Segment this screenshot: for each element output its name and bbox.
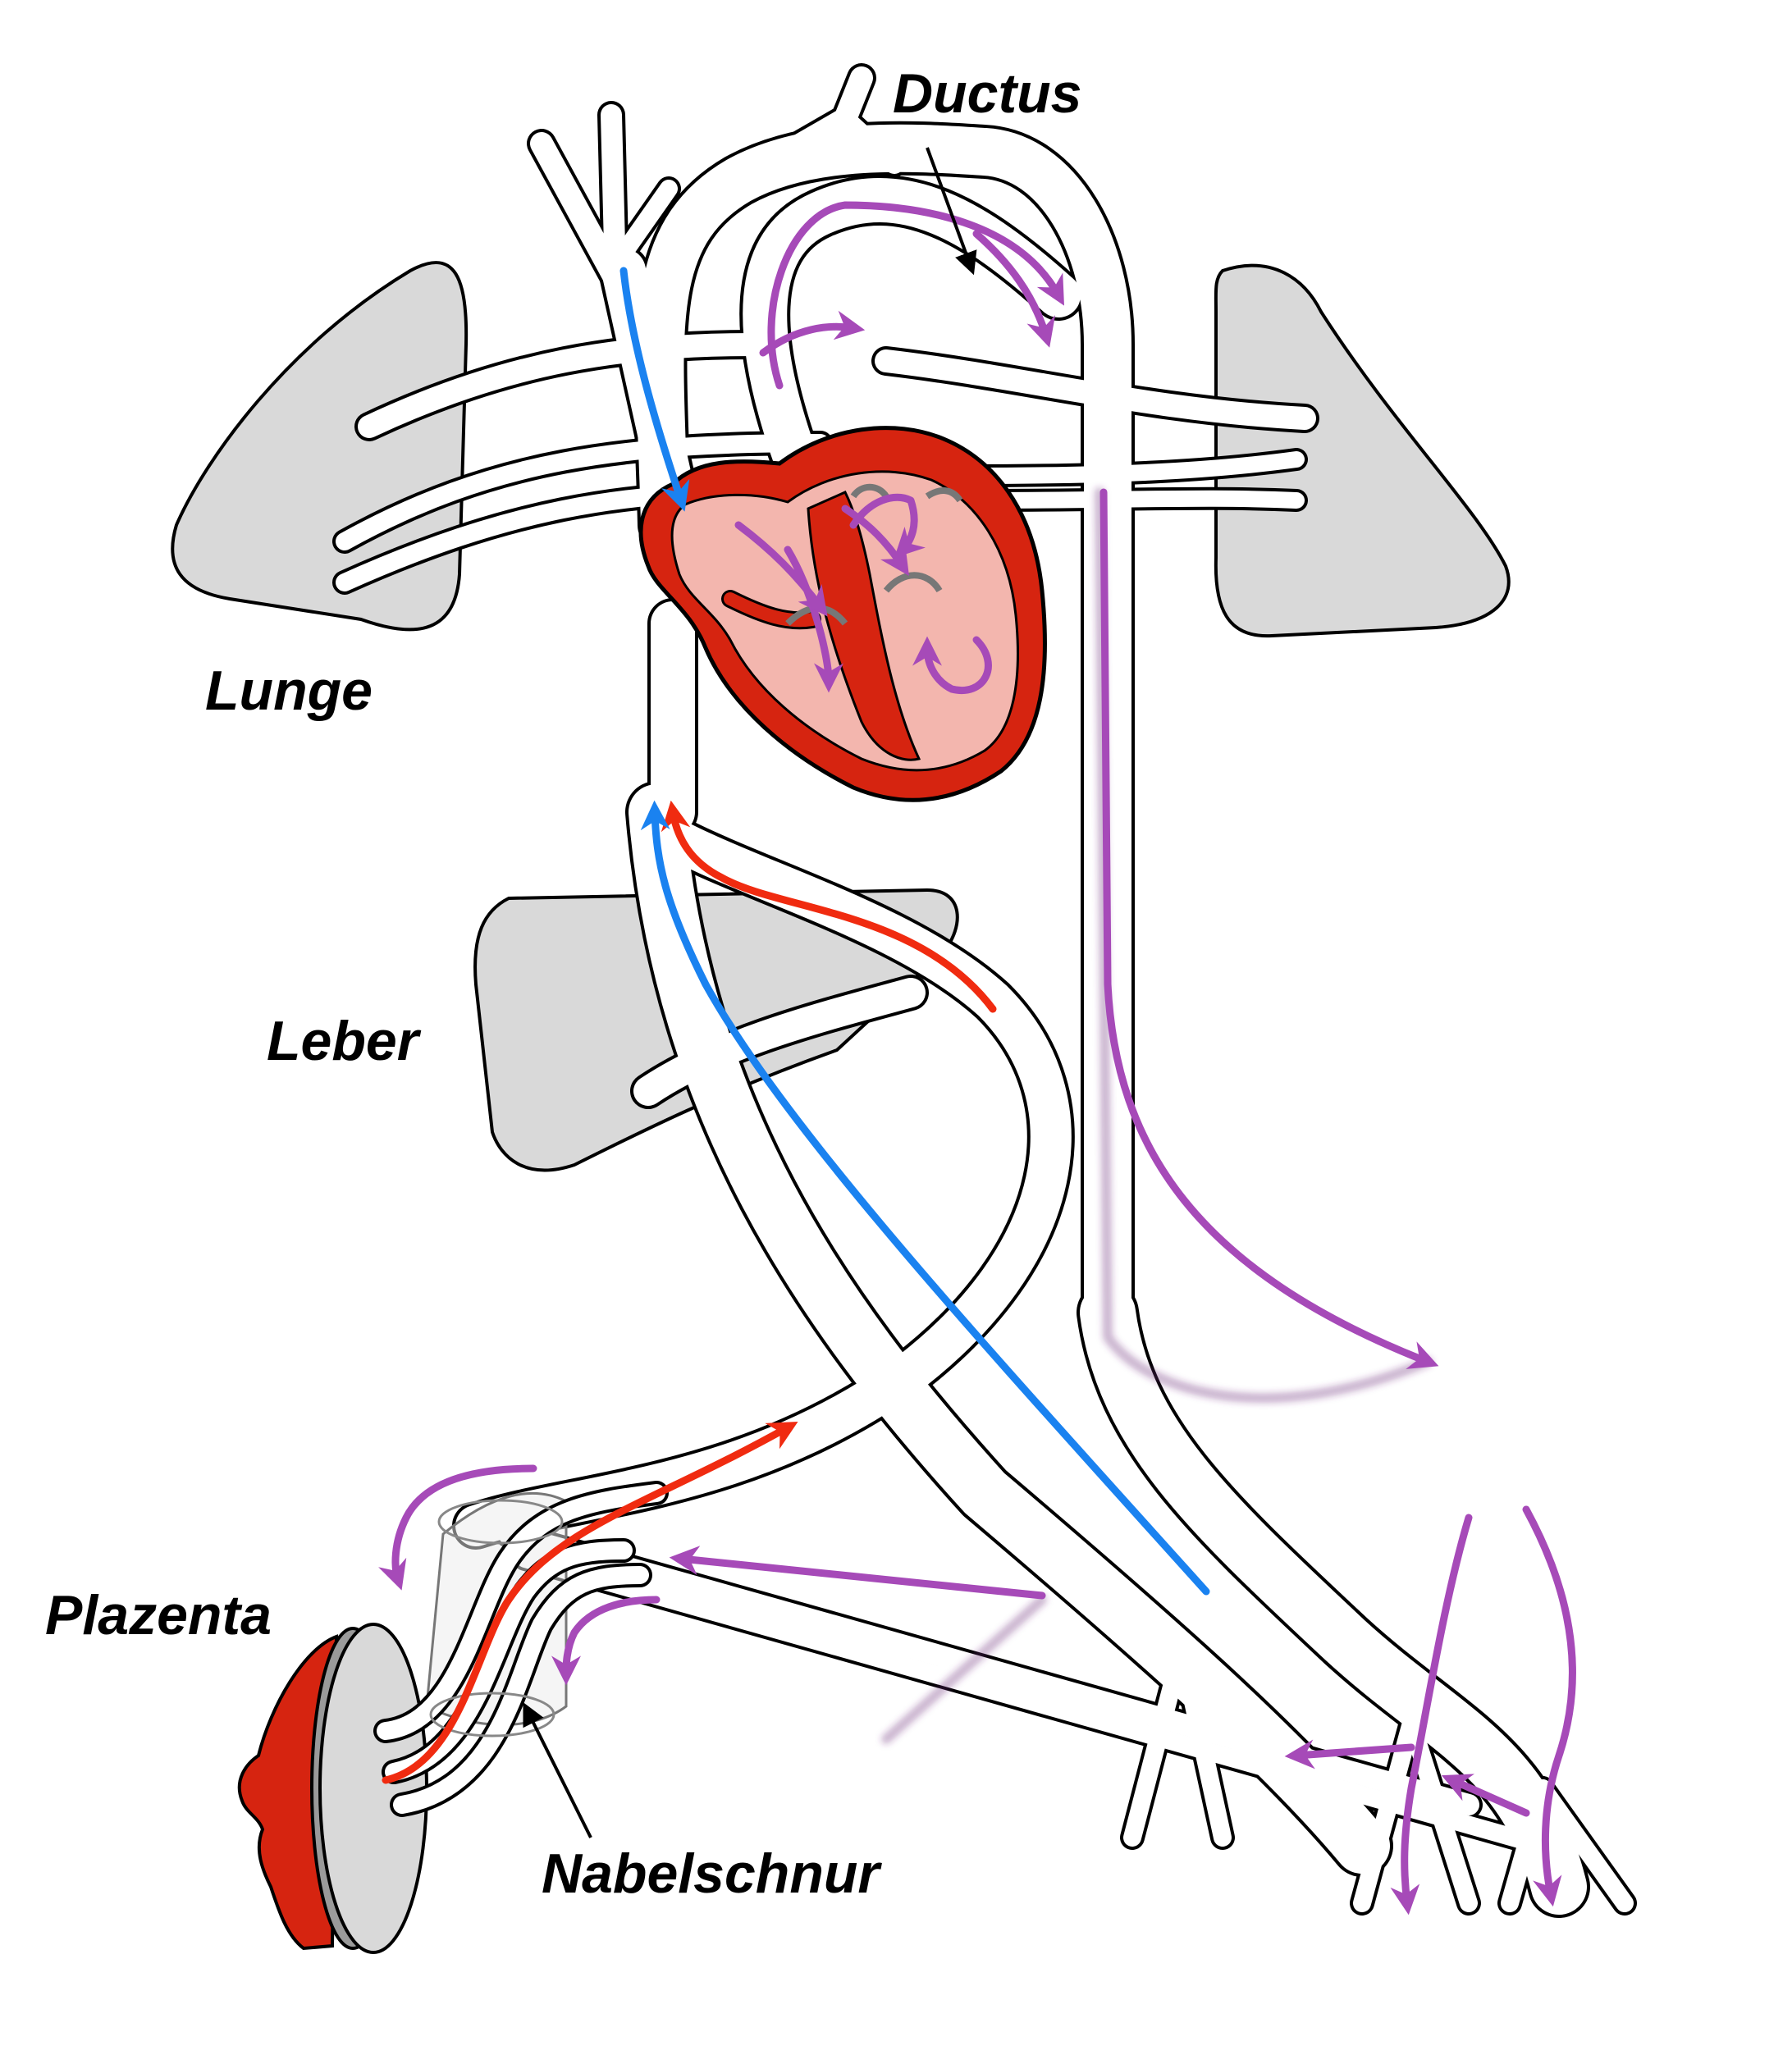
nabelschnur-pointer [523, 1701, 592, 1838]
label-pointers [523, 147, 977, 1838]
label-leber: Leber [267, 1010, 419, 1072]
label-ductus: Ductus [893, 62, 1082, 125]
left-lung [171, 261, 469, 632]
ductus-pointer [926, 147, 977, 276]
flow-arrows [378, 201, 1576, 1916]
right-lung [1214, 263, 1511, 638]
label-plazenta: Plazenta [45, 1584, 272, 1646]
oxygenated-flow-arrows [382, 800, 997, 1784]
umbilical-cord [373, 1481, 669, 1817]
label-nabelschnur: Nabelschnur [542, 1843, 880, 1905]
label-lunge: Lunge [205, 660, 373, 722]
placenta [237, 1623, 428, 1954]
mixed-flow-arrows [378, 201, 1576, 1916]
heart [638, 426, 1047, 802]
deoxygenated-flow-arrows [619, 267, 1210, 1596]
